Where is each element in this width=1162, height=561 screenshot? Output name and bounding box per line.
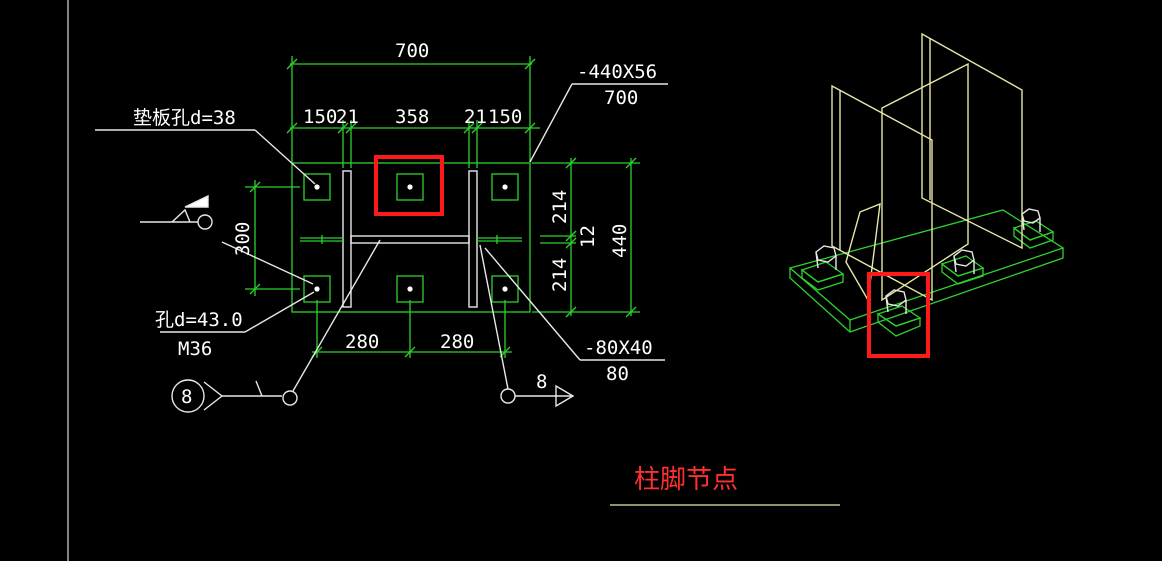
washer-hole-label: 垫板孔d=38 xyxy=(133,107,236,129)
dim-150-left: 150 xyxy=(303,106,337,128)
highlight-box-iso xyxy=(867,272,930,358)
section-marker-right xyxy=(479,244,575,408)
dim-300: 300 xyxy=(232,222,254,256)
hole-label: 孔d=43.0 xyxy=(155,309,243,331)
dim-12: 12 xyxy=(577,225,599,248)
dim-440: 440 xyxy=(609,224,631,258)
stiffener-label: -80X40 xyxy=(584,337,653,359)
base-plate-outline xyxy=(291,162,531,313)
dim-21-left: 21 xyxy=(336,106,359,128)
h-column-section xyxy=(342,170,478,308)
dim-214-top: 214 xyxy=(549,190,571,224)
dim-280-right: 280 xyxy=(440,331,474,353)
stiffener-centerline xyxy=(300,235,522,244)
leader-lines xyxy=(95,83,668,361)
dim-214-bottom: 214 xyxy=(549,258,571,292)
isometric-column-base xyxy=(788,32,1065,358)
dim-150-right: 150 xyxy=(488,106,522,128)
section-ref-left: 8 xyxy=(181,386,192,408)
iso-h-column xyxy=(831,32,1023,303)
dim-280-left: 280 xyxy=(345,331,379,353)
section-marker-left-weld xyxy=(140,194,213,230)
highlight-box-plan xyxy=(374,155,444,216)
dim-overall-width: 700 xyxy=(395,40,429,62)
left-dimension xyxy=(245,180,300,296)
section-marker-left xyxy=(171,239,381,413)
bottom-dimensions xyxy=(311,300,512,358)
top-dimensions xyxy=(286,56,540,168)
dim-21-right: 21 xyxy=(464,106,487,128)
drawing-title: 柱脚节点 xyxy=(634,465,738,495)
base-plate-plan: 700 150 21 358 21 150 -440X56 700 垫板孔d=3… xyxy=(95,40,668,413)
stiffener-sub-label: 80 xyxy=(606,363,629,385)
bolt-size-label: M36 xyxy=(178,338,212,360)
iso-washers xyxy=(800,220,1055,337)
right-dimensions xyxy=(532,157,640,318)
drawing-title-block: 柱脚节点 xyxy=(610,465,840,506)
section-ref-right: 8 xyxy=(536,371,547,393)
dim-358: 358 xyxy=(395,106,429,128)
plate-size-label: -440X56 xyxy=(577,61,657,83)
plate-size-sub-label: 700 xyxy=(604,87,638,109)
